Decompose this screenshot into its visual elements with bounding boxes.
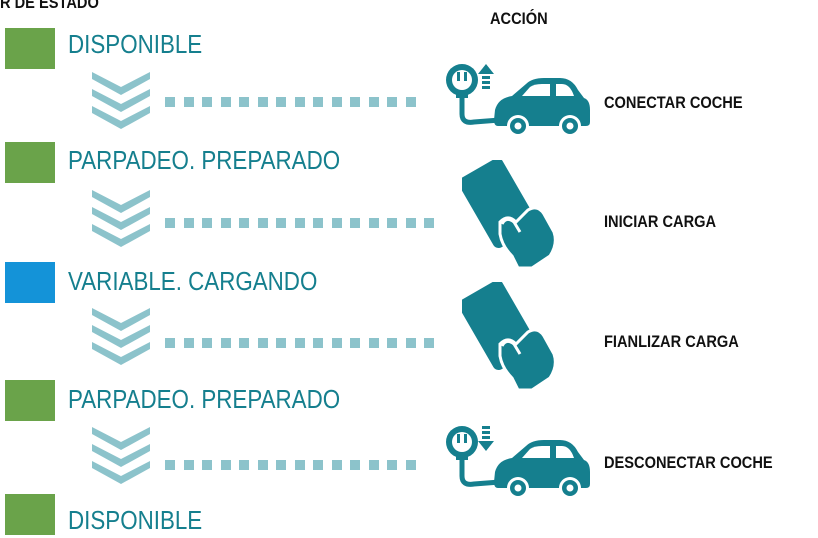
connector-dot xyxy=(165,338,175,348)
connector-dot xyxy=(220,338,231,348)
connector-dot xyxy=(294,218,305,228)
card-in-hand-icon xyxy=(462,282,562,392)
connector-dot xyxy=(276,218,286,228)
connector-dot xyxy=(350,338,360,348)
connector-dot xyxy=(424,338,434,348)
chevron-down-icon xyxy=(90,70,152,130)
connector-dot xyxy=(313,218,323,228)
connector-dot xyxy=(294,460,305,470)
connector-dot xyxy=(220,97,231,107)
connector-dot xyxy=(313,97,323,107)
connector-dot xyxy=(331,218,342,228)
connector-dot xyxy=(276,97,286,107)
connector-dot xyxy=(202,338,212,348)
action-label-connect-car: CONECTAR COCHE xyxy=(604,93,743,112)
state-label-4: PARPADEO. PREPARADO xyxy=(68,384,341,414)
connector-dot xyxy=(183,460,194,470)
connector-dot xyxy=(220,460,231,470)
connector-dot xyxy=(405,338,416,348)
connector-dot xyxy=(276,460,286,470)
connector-dot xyxy=(165,218,175,228)
connector-dot xyxy=(183,97,194,107)
connector-dot xyxy=(350,218,360,228)
connector-dot xyxy=(331,460,342,470)
arrow-up-icon xyxy=(478,64,494,89)
car-plug-icon xyxy=(440,56,590,144)
connector-dot xyxy=(313,338,323,348)
connector-dot xyxy=(165,460,175,470)
connector-dot xyxy=(350,97,360,107)
chevron-down-icon xyxy=(90,425,152,485)
state-column-header: R DE ESTADO xyxy=(0,0,99,12)
dotted-connector-3 xyxy=(165,338,440,348)
dotted-connector-1 xyxy=(165,97,420,107)
connector-dot xyxy=(387,97,397,107)
card-in-hand-icon xyxy=(462,160,562,270)
connector-dot xyxy=(350,460,360,470)
connector-dot xyxy=(405,460,416,470)
status-color-square-2 xyxy=(5,142,55,183)
connector-dot xyxy=(257,338,268,348)
connector-dot xyxy=(202,218,212,228)
car-unplug-icon xyxy=(440,418,590,506)
dotted-connector-4 xyxy=(165,460,420,470)
connector-dot xyxy=(405,97,416,107)
connector-dot xyxy=(313,460,323,470)
connector-dot xyxy=(387,338,397,348)
connector-dot xyxy=(424,218,434,228)
action-label-start-charge: INICIAR CARGA xyxy=(604,212,717,231)
connector-dot xyxy=(165,97,175,107)
state-label-2: PARPADEO. PREPARADO xyxy=(68,145,341,175)
connector-dot xyxy=(202,460,212,470)
action-label-disconnect-car: DESCONECTAR COCHE xyxy=(604,453,773,472)
connector-dot xyxy=(239,97,249,107)
status-color-square-1 xyxy=(5,28,55,69)
status-color-square-5 xyxy=(5,494,55,535)
connector-dot xyxy=(368,97,379,107)
connector-dot xyxy=(368,338,379,348)
action-label-end-charge: FIANLIZAR CARGA xyxy=(604,332,739,351)
state-label-3: VARIABLE. CARGANDO xyxy=(68,266,318,296)
connector-dot xyxy=(387,460,397,470)
connector-dot xyxy=(183,338,194,348)
connector-dot xyxy=(294,338,305,348)
connector-dot xyxy=(202,97,212,107)
status-color-square-4 xyxy=(5,380,55,421)
state-label-5: DISPONIBLE xyxy=(68,505,203,535)
connector-dot xyxy=(239,460,249,470)
action-column-header: ACCIÓN xyxy=(490,9,548,28)
dotted-connector-2 xyxy=(165,218,440,228)
connector-dot xyxy=(257,97,268,107)
connector-dot xyxy=(405,218,416,228)
connector-dot xyxy=(183,218,194,228)
connector-dot xyxy=(387,218,397,228)
connector-dot xyxy=(368,460,379,470)
status-color-square-3 xyxy=(5,262,55,303)
connector-dot xyxy=(331,97,342,107)
connector-dot xyxy=(220,218,231,228)
connector-dot xyxy=(294,97,305,107)
connector-dot xyxy=(257,460,268,470)
connector-dot xyxy=(331,338,342,348)
chevron-down-icon xyxy=(90,188,152,248)
connector-dot xyxy=(239,218,249,228)
connector-dot xyxy=(368,218,379,228)
connector-dot xyxy=(239,338,249,348)
connector-dot xyxy=(257,218,268,228)
arrow-down-icon xyxy=(478,426,494,451)
state-label-1: DISPONIBLE xyxy=(68,29,203,59)
connector-dot xyxy=(276,338,286,348)
chevron-down-icon xyxy=(90,306,152,366)
